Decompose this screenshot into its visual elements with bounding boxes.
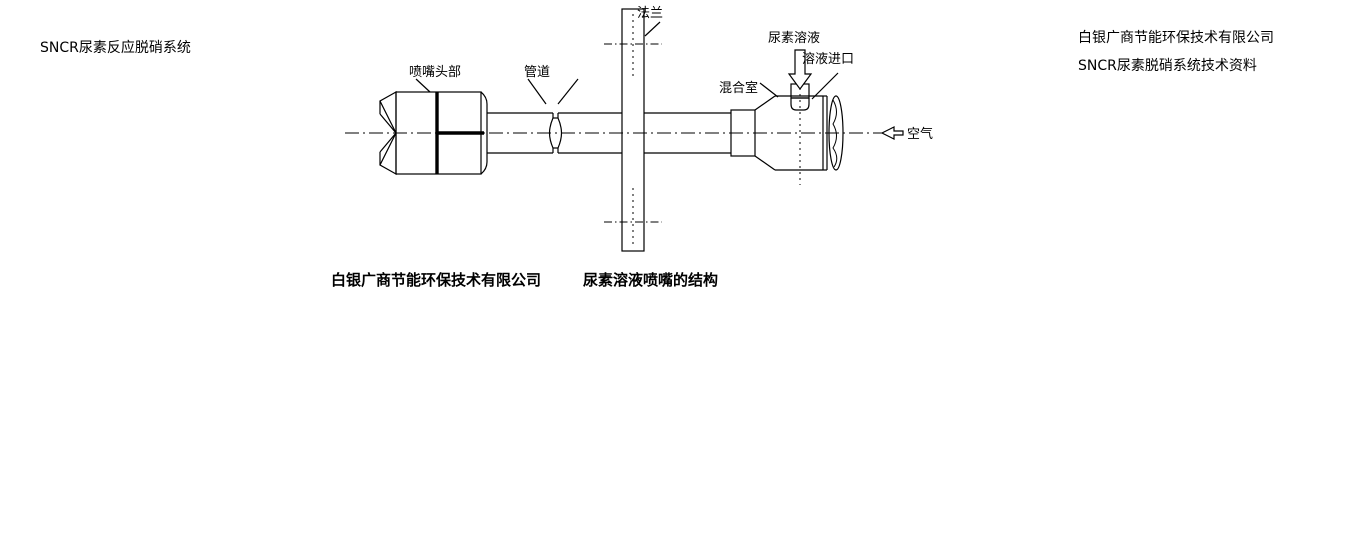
leader-solution-inlet bbox=[811, 72, 839, 100]
label-air: 空气 bbox=[907, 126, 933, 142]
pipe-collar bbox=[730, 109, 756, 157]
pipe-section-midstream bbox=[558, 112, 622, 154]
company-name-header: 白银广商节能环保技术有限公司 bbox=[1078, 30, 1274, 46]
caption-figure-title: 尿素溶液喷嘴的结构 bbox=[583, 271, 719, 289]
caption-company-name: 白银广商节能环保技术有限公司 bbox=[331, 271, 542, 289]
label-solution-inlet: 溶液进口 bbox=[802, 52, 854, 67]
label-flange: 法兰 bbox=[637, 6, 663, 21]
leader-pipe-right bbox=[557, 78, 579, 105]
document-subtitle-header: SNCR尿素脱硝系统技术资料 bbox=[1078, 58, 1257, 74]
chamber-end-cap bbox=[828, 95, 844, 171]
label-mixing-chamber: 混合室 bbox=[719, 80, 758, 96]
mixing-chamber-body bbox=[775, 95, 828, 171]
page-title-left: SNCR尿素反应脱硝系统 bbox=[40, 40, 191, 56]
pipe-section-upstream bbox=[487, 112, 554, 154]
urea-solution-flow-arrow bbox=[787, 49, 813, 91]
leader-nozzle-head bbox=[415, 78, 431, 93]
mixing-chamber-inlet-cone bbox=[754, 95, 776, 171]
label-pipe: 管道 bbox=[524, 65, 550, 80]
label-urea-solution: 尿素溶液 bbox=[768, 31, 820, 46]
air-flow-arrow bbox=[880, 126, 904, 140]
pipe-coupling-joint bbox=[548, 113, 563, 153]
leader-flange bbox=[644, 21, 661, 37]
pipe-section-downstream bbox=[644, 112, 731, 154]
leader-mixing-chamber bbox=[759, 82, 779, 98]
leader-pipe-left bbox=[527, 78, 547, 105]
label-nozzle-head: 喷嘴头部 bbox=[409, 65, 461, 80]
flange-plate bbox=[621, 8, 645, 252]
